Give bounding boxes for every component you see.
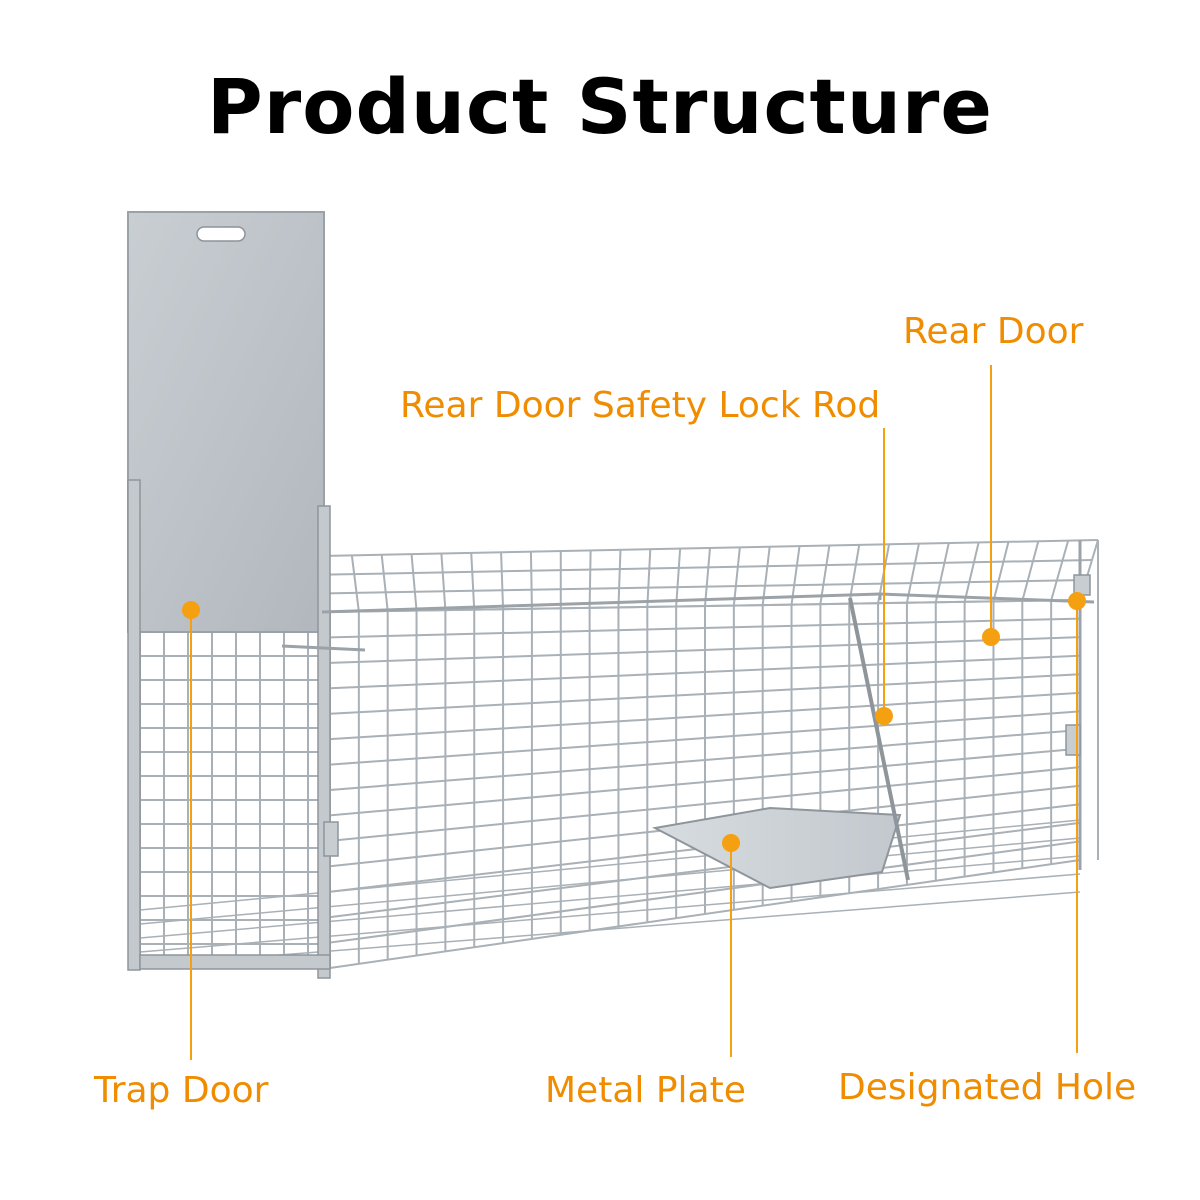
front-frame: [127, 479, 331, 979]
label-rear-door: Rear Door: [903, 311, 1084, 352]
label-rear-door-lock-rod: Rear Door Safety Lock Rod: [400, 385, 881, 426]
label-designated-hole: Designated Hole: [838, 1067, 1137, 1108]
metal-plate-dot: [722, 834, 740, 852]
rear-door-dot: [982, 628, 1000, 646]
metal-plate: [651, 806, 902, 890]
lock-rod-dot: [875, 707, 893, 725]
trap-door-dot: [182, 601, 200, 619]
page-title: Product Structure: [207, 62, 993, 151]
designated-hole-dot: [1068, 592, 1086, 610]
label-trap-door: Trap Door: [94, 1070, 269, 1111]
rear-door-lock-rod: [848, 597, 910, 881]
trap-door: [127, 211, 325, 633]
label-metal-plate: Metal Plate: [545, 1070, 746, 1111]
